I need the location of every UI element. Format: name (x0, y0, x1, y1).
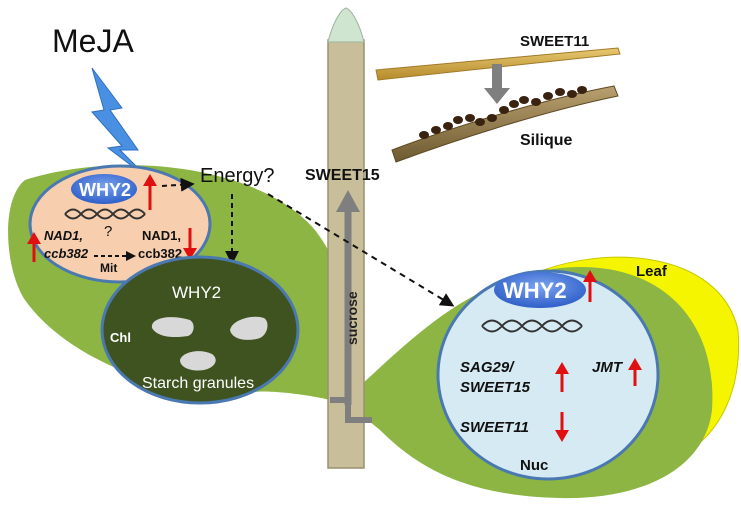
nad1-right-a: NAD1, (142, 228, 181, 243)
nucleus (436, 269, 660, 481)
down-arrow-icon (183, 228, 197, 260)
why2-chl-label: WHY2 (172, 283, 221, 302)
nuc-label: Nuc (520, 457, 548, 474)
stem-tip (327, 7, 365, 43)
question-label: ? (104, 223, 112, 240)
starch-granule (151, 317, 194, 338)
energy-to-nuc-arrow (267, 193, 455, 307)
mit-label: Mit (100, 261, 117, 275)
starch-label: Starch granules (142, 375, 254, 392)
nad1-left-a: NAD1, (44, 228, 83, 243)
jmt-label: JMT (592, 359, 624, 376)
down-arrow-icon (555, 412, 569, 442)
sweet11-nuc-label: SWEET11 (460, 419, 529, 436)
sucrose-flow-arrowhead (336, 190, 360, 212)
sweet11-arrowhead (484, 88, 510, 104)
dna-nuc (481, 319, 583, 333)
up-arrow-icon (555, 362, 569, 392)
dna-mit (64, 208, 146, 220)
why2-mit-protein (71, 174, 137, 204)
starch-granule (180, 351, 216, 371)
lightning-icon (91, 67, 149, 179)
meja-label: MeJA (52, 23, 134, 59)
silique-label: Silique (520, 132, 573, 149)
sweet15-top-label: SWEET15 (305, 167, 380, 184)
nad1-right-b: ccb382 (138, 246, 182, 261)
up-arrow-icon (583, 270, 597, 302)
leaf-label: Leaf (636, 263, 668, 280)
energy-label: Energy? (200, 165, 275, 187)
why2-mit-label: WHY2 (79, 180, 131, 200)
sucrose-pipe (330, 397, 372, 423)
up-arrow-icon (143, 174, 157, 210)
chl-label: Chl (110, 330, 131, 345)
silique-pod (391, 85, 619, 163)
why2-nuc-protein (494, 272, 586, 308)
seeds (419, 86, 587, 139)
starch-granule (230, 316, 268, 340)
up-arrow-icon (628, 358, 642, 386)
sag29-label: SAG29/ (460, 359, 515, 376)
chloroplast (100, 255, 300, 405)
sucrose-label: sucrose (344, 291, 360, 345)
sweet11-top-label: SWEET11 (520, 33, 589, 50)
nad1-left-b: ccb382 (44, 246, 89, 261)
why2-nuc-label: WHY2 (503, 278, 567, 303)
sweet15-nuc-label: SWEET15 (460, 379, 531, 396)
up-arrow-icon (27, 232, 41, 262)
